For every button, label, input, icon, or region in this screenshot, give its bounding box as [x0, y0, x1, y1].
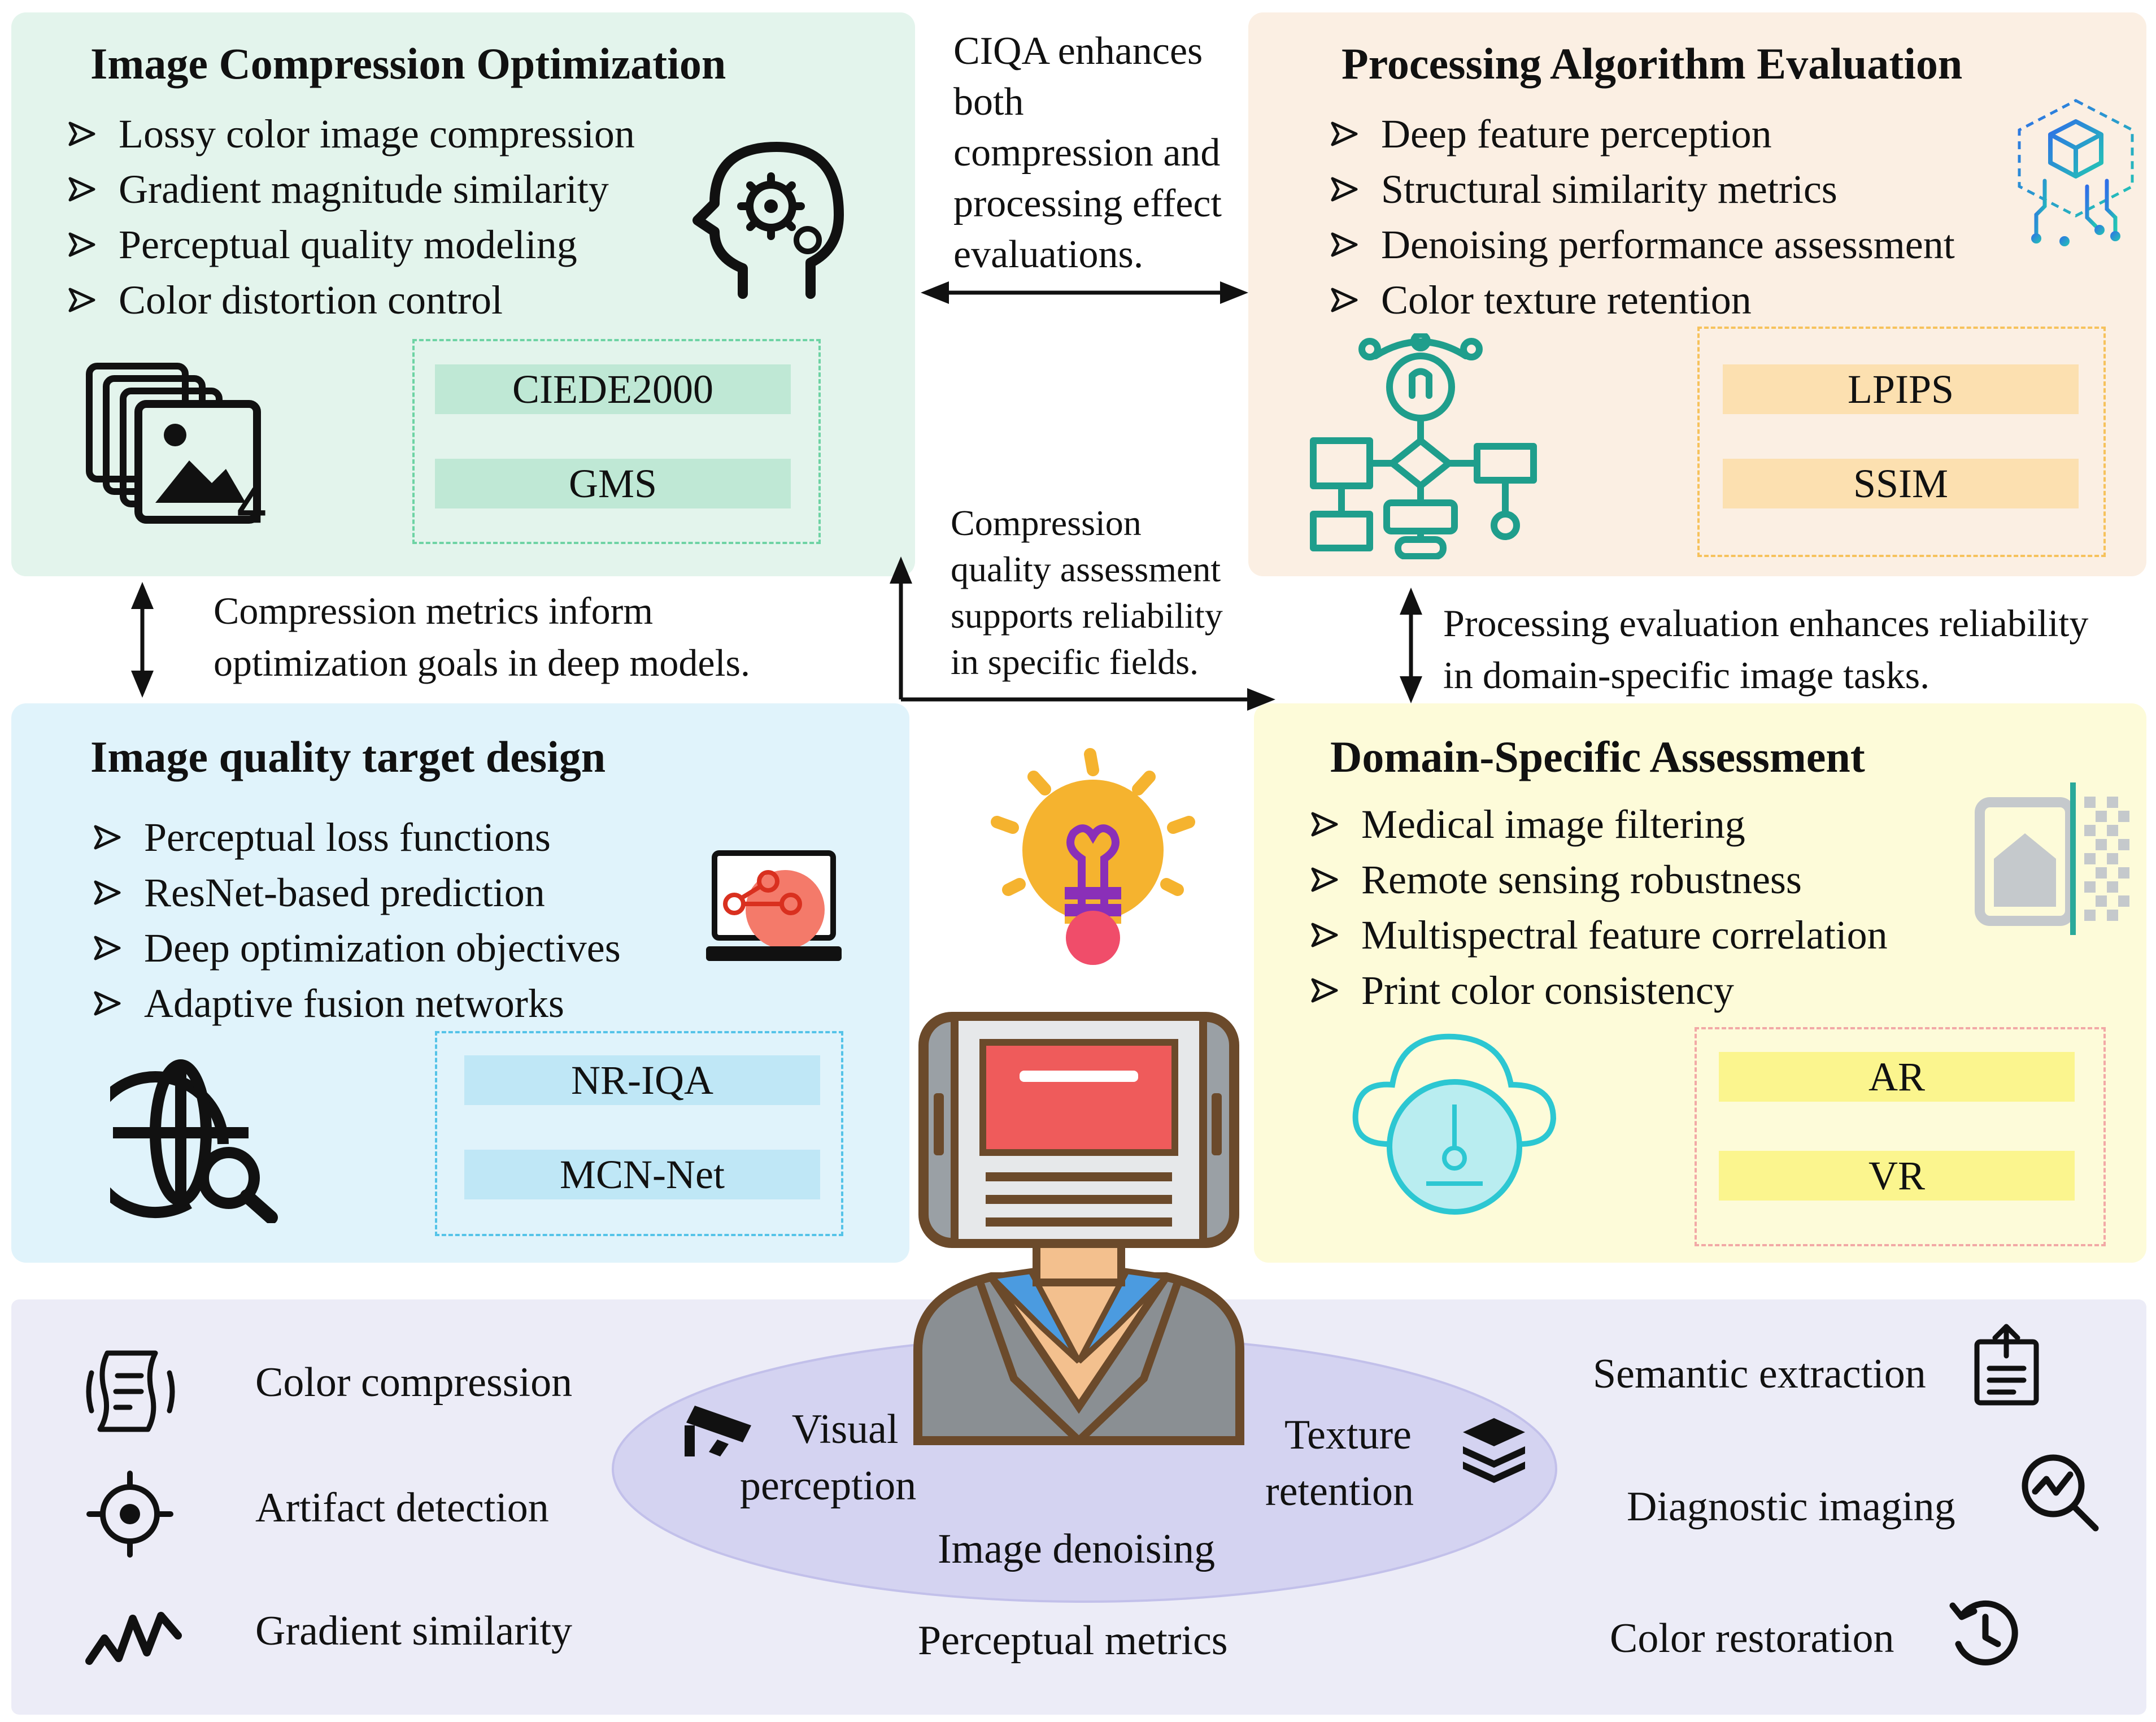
label-image-denoising: Image denoising [938, 1526, 1216, 1572]
list-item: Lossy color image compression [68, 106, 635, 162]
arrow-bullet-icon [68, 121, 119, 147]
list-item: Perceptual loss functions [93, 810, 621, 865]
arrow-bullet-icon [1310, 811, 1361, 837]
list-item: Multispectral feature correlation [1310, 907, 1888, 963]
list-item: Medical image filtering [1310, 797, 1888, 852]
list-item: Print color consistency [1310, 963, 1888, 1018]
lightbulb-icon [991, 748, 1195, 965]
arrow-bullet-icon [1330, 232, 1381, 258]
list-item: Remote sensing robustness [1310, 852, 1888, 907]
label-color-compression: Color compression [255, 1359, 573, 1406]
label-perceptual-metrics: Perceptual metrics [918, 1617, 1228, 1664]
image-pixelate-icon [1975, 782, 2129, 935]
panel-compression-title: Image Compression Optimization [90, 39, 726, 88]
history-clock-icon [1949, 1600, 2018, 1666]
arrow-bullet-icon [68, 287, 119, 313]
panel-processing-title: Processing Algorithm Evaluation [1341, 39, 1963, 88]
laptop-share-icon [706, 850, 842, 961]
list-item: Adaptive fusion networks [93, 976, 621, 1031]
panel-domain-list: Medical image filtering Remote sensing r… [1310, 797, 1888, 1018]
metric-gms: GMS [435, 459, 791, 508]
panel-quality-target-list: Perceptual loss functions ResNet-based p… [93, 810, 621, 1031]
note-top: CIQA enhances both compression and proce… [953, 29, 1222, 276]
target-crosshair-icon [86, 1471, 173, 1558]
list-item: Perceptual quality modeling [68, 217, 635, 272]
metric-ar: AR [1719, 1052, 2075, 1102]
metric-lpips: LPIPS [1723, 364, 2079, 414]
globe-search-icon [110, 1059, 278, 1223]
arrow-bullet-icon [1310, 977, 1361, 1003]
list-item: Color texture retention [1330, 272, 1955, 328]
arrow-bullet-icon [68, 232, 119, 258]
label-artifact-detection: Artifact detection [255, 1485, 549, 1531]
note-middle: Compression quality assessment supports … [951, 503, 1223, 682]
arrow-bullet-icon [1310, 922, 1361, 948]
label-semantic-extraction: Semantic extraction [1593, 1351, 1926, 1397]
label-gradient-similarity: Gradient similarity [255, 1608, 573, 1654]
search-chart-icon [2022, 1454, 2099, 1532]
note-right: Processing evaluation enhances reliabili… [1443, 602, 2089, 697]
list-item: Denoising performance assessment [1330, 217, 1955, 272]
metric-mcn-net: MCN-Net [464, 1150, 820, 1199]
label-diagnostic-imaging: Diagnostic imaging [1627, 1484, 1955, 1530]
flowchart-bulb-icon [1310, 333, 1537, 559]
note-left: Compression metrics inform optimization … [214, 589, 750, 684]
arrow-bullet-icon [1310, 867, 1361, 893]
arrow-bullet-icon [93, 935, 144, 961]
list-item: ResNet-based prediction [93, 865, 621, 920]
metric-vr: VR [1719, 1151, 2075, 1201]
processing-metrics-box [1697, 327, 2106, 557]
domain-metrics-box [1695, 1027, 2106, 1246]
security-camera-icon [685, 1406, 751, 1456]
label-color-restoration: Color restoration [1610, 1615, 1894, 1662]
arrow-bullet-icon [93, 824, 144, 850]
panel-quality-target-title: Image quality target design [90, 732, 606, 781]
arrow-bullet-icon [1330, 176, 1381, 202]
metric-ciede2000: CIEDE2000 [435, 364, 791, 414]
quality-target-metrics-box [435, 1031, 843, 1236]
list-item: Structural similarity metrics [1330, 162, 1955, 217]
image-stack-icon: 4 [86, 363, 265, 525]
arrow-bullet-icon [93, 880, 144, 906]
arrow-bullet-icon [68, 176, 119, 202]
zigzag-signal-icon [85, 1612, 182, 1665]
panel-domain-title: Domain-Specific Assessment [1330, 732, 1865, 781]
arrow-bullet-icon [1330, 287, 1381, 313]
panel-compression-list: Lossy color image compression Gradient m… [68, 106, 635, 328]
circuit-cube-icon [2018, 99, 2134, 246]
list-item: Color distortion control [68, 272, 635, 328]
list-item: Gradient magnitude similarity [68, 162, 635, 217]
arrow-bullet-icon [93, 990, 144, 1016]
metric-nr-iqa: NR-IQA [464, 1055, 820, 1105]
scroll-document-icon [86, 1350, 175, 1432]
panel-processing-list: Deep feature perception Structural simil… [1330, 106, 1955, 328]
list-item: Deep feature perception [1330, 106, 1955, 162]
phone-head-person-icon [913, 1012, 1244, 1445]
metric-ssim: SSIM [1723, 459, 2079, 508]
compression-metrics-box [412, 339, 821, 544]
layers-icon [1463, 1418, 1525, 1483]
cloud-gauge-icon [1352, 1033, 1557, 1215]
head-gears-icon [692, 142, 844, 299]
svg-text:4: 4 [237, 477, 265, 525]
label-visual-perception: Visual perception [740, 1406, 917, 1509]
clipboard-upload-icon [1974, 1324, 2039, 1406]
list-item: Deep optimization objectives [93, 920, 621, 976]
arrow-bullet-icon [1330, 121, 1381, 147]
label-texture-retention: Texture retention [1265, 1412, 1414, 1515]
